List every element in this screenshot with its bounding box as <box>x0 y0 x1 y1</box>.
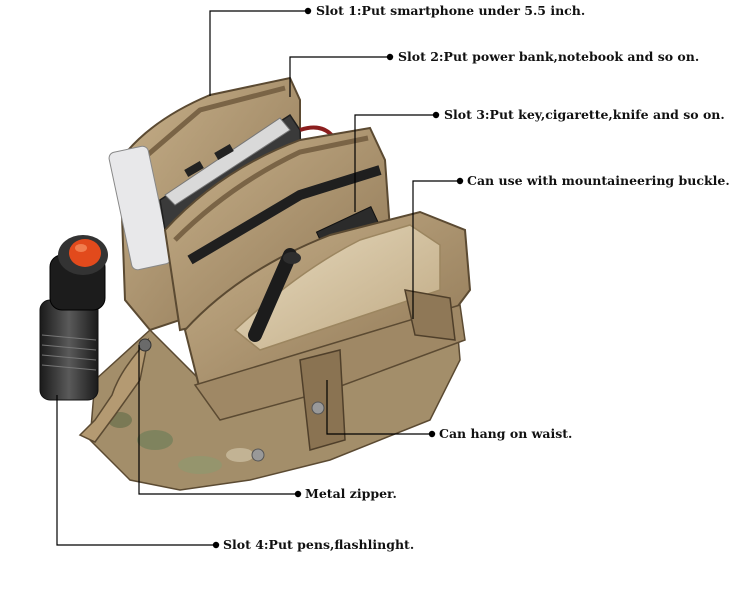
leader-lines <box>56 10 460 546</box>
leader-line-slot2 <box>289 56 390 97</box>
callout-slot4: Slot 4:Put pens,flashlinght. <box>223 537 415 552</box>
leader-line-zipper <box>138 345 298 495</box>
callout-slot3: Slot 3:Put key,cigarette,knife and so on… <box>444 107 725 122</box>
flashlight <box>39 235 108 401</box>
zipper-puller <box>78 337 152 443</box>
molle-strap <box>251 349 346 462</box>
callout-buckle: Can use with mountaineering buckle. <box>467 173 730 188</box>
callout-slot2: Slot 2:Put power bank,notebook and so on… <box>398 49 700 64</box>
leader-dots <box>212 7 464 549</box>
leader-line-waist <box>326 380 432 435</box>
buckle-loop <box>404 289 456 341</box>
callout-slot1: Slot 1:Put smartphone under 5.5 inch. <box>316 3 586 18</box>
leader-line-buckle <box>412 180 460 319</box>
callout-zipper: Metal zipper. <box>305 486 397 501</box>
leader-line-slot4 <box>56 395 216 546</box>
leader-line-slot1 <box>209 10 308 96</box>
callout-waist: Can hang on waist. <box>439 426 573 441</box>
leader-line-slot3 <box>354 114 436 212</box>
